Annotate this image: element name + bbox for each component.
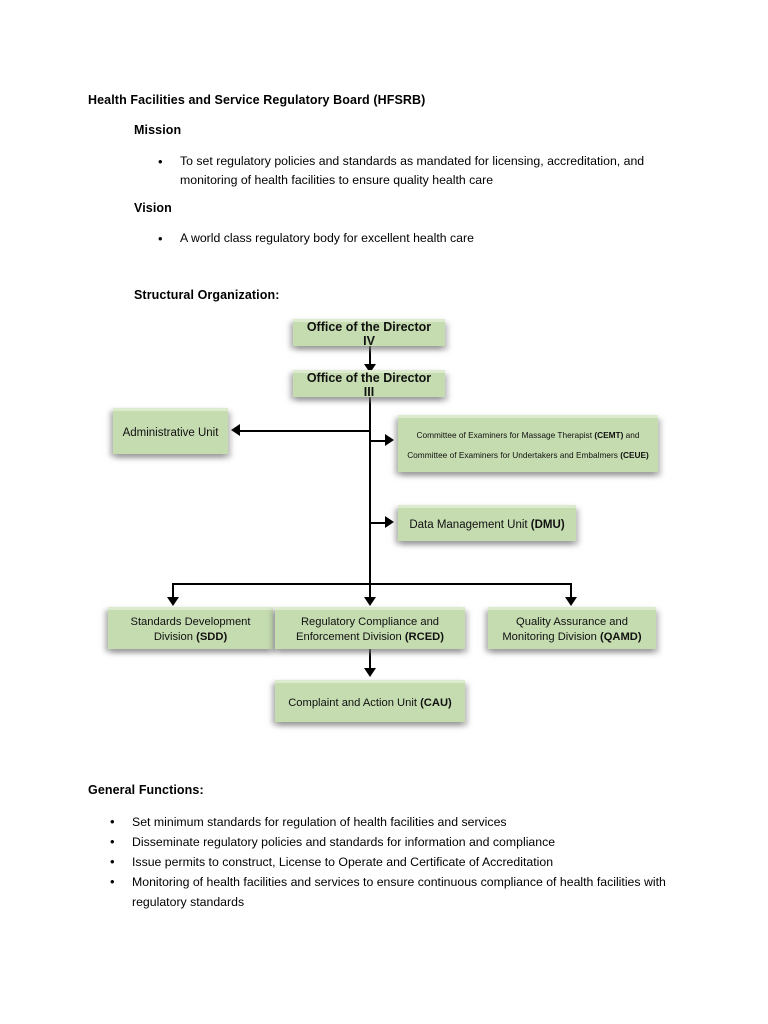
node-quality-assurance-monitoring-division[interactable]: Quality Assurance and Monitoring Divisio…	[488, 607, 656, 649]
list-item: • Disseminate regulatory policies and st…	[110, 832, 690, 852]
page-title: Health Facilities and Service Regulatory…	[88, 93, 426, 107]
bullet-icon: •	[158, 231, 163, 246]
node-quality-assurance-monitoring-division-label: Quality Assurance and Monitoring Divisio…	[502, 615, 642, 643]
node-data-management-unit[interactable]: Data Management Unit (DMU)	[398, 505, 576, 541]
mission-bullet-text: To set regulatory policies and standards…	[180, 154, 645, 187]
node-administrative-unit-label: Administrative Unit	[122, 426, 219, 439]
connector-dir4-dir3	[369, 346, 371, 366]
connector-rced-cau	[369, 649, 371, 670]
arrowhead-dir3-committee	[385, 434, 394, 446]
connector-bus-rced	[369, 583, 371, 599]
bullet-icon: •	[110, 874, 115, 889]
connector-dir3-committee	[369, 440, 387, 442]
arrowhead-bus-sdd	[167, 597, 179, 606]
bullet-icon: •	[158, 154, 163, 169]
node-committees-of-examiners-label: Committee of Examiners for Massage Thera…	[399, 425, 657, 465]
arrowhead-bus-rced	[364, 597, 376, 606]
node-complaint-action-unit[interactable]: Complaint and Action Unit (CAU)	[275, 680, 465, 722]
bullet-icon: •	[110, 854, 115, 869]
node-standards-development-division[interactable]: Standards Development Division (SDD)	[108, 607, 273, 649]
bullet-icon: •	[110, 834, 115, 849]
mission-heading: Mission	[134, 123, 182, 137]
connector-bus-qamd	[570, 583, 572, 599]
list-item-text: Disseminate regulatory policies and stan…	[132, 835, 556, 849]
node-complaint-action-unit-label: Complaint and Action Unit (CAU)	[288, 696, 452, 709]
node-committees-of-examiners[interactable]: Committee of Examiners for Massage Thera…	[398, 415, 658, 472]
node-office-director-iii[interactable]: Office of the Director III	[293, 370, 445, 399]
arrowhead-bus-qamd	[565, 597, 577, 606]
list-item-text: Monitoring of health facilities and serv…	[132, 875, 666, 909]
node-administrative-unit[interactable]: Administrative Unit	[113, 408, 228, 454]
list-item-text: Issue permits to construct, License to O…	[132, 855, 554, 869]
node-office-director-iii-label: Office of the Director III	[306, 371, 432, 399]
general-functions-list: • Set minimum standards for regulation o…	[110, 812, 690, 912]
node-office-director-iv-label: Office of the Director IV	[306, 320, 432, 348]
connector-bus-sdd	[172, 583, 174, 599]
node-regulatory-compliance-enforcement-division[interactable]: Regulatory Compliance and Enforcement Di…	[275, 607, 465, 649]
connector-division-bus	[172, 583, 572, 585]
connector-dir3-dmu	[369, 522, 387, 524]
committee-line-ceue: Committee of Examiners for Undertakers a…	[407, 450, 649, 460]
node-standards-development-division-label: Standards Development Division (SDD)	[130, 615, 251, 643]
mission-bullet: • To set regulatory policies and standar…	[158, 152, 668, 190]
connector-dir3-admin	[240, 430, 370, 432]
node-regulatory-compliance-enforcement-division-label: Regulatory Compliance and Enforcement Di…	[296, 615, 444, 643]
general-functions-heading: General Functions:	[88, 783, 204, 797]
arrowhead-dir3-admin	[231, 424, 240, 436]
list-item: • Monitoring of health facilities and se…	[110, 872, 690, 912]
vision-bullet-text: A world class regulatory body for excell…	[180, 231, 474, 245]
structural-organization-heading: Structural Organization:	[134, 288, 280, 302]
vision-bullet: • A world class regulatory body for exce…	[158, 229, 668, 248]
arrowhead-rced-cau	[364, 668, 376, 677]
list-item-text: Set minimum standards for regulation of …	[132, 815, 507, 829]
connector-main-trunk	[369, 397, 371, 584]
list-item: • Issue permits to construct, License to…	[110, 852, 690, 872]
node-office-director-iv[interactable]: Office of the Director IV	[293, 319, 445, 348]
bullet-icon: •	[110, 814, 115, 829]
arrowhead-dir3-dmu	[385, 516, 394, 528]
arrowhead-dir4-dir3	[364, 364, 376, 373]
vision-heading: Vision	[134, 201, 172, 215]
committee-line-cemt: Committee of Examiners for Massage Thera…	[416, 430, 640, 440]
list-item: • Set minimum standards for regulation o…	[110, 812, 690, 832]
node-data-management-unit-label: Data Management Unit (DMU)	[409, 518, 565, 531]
